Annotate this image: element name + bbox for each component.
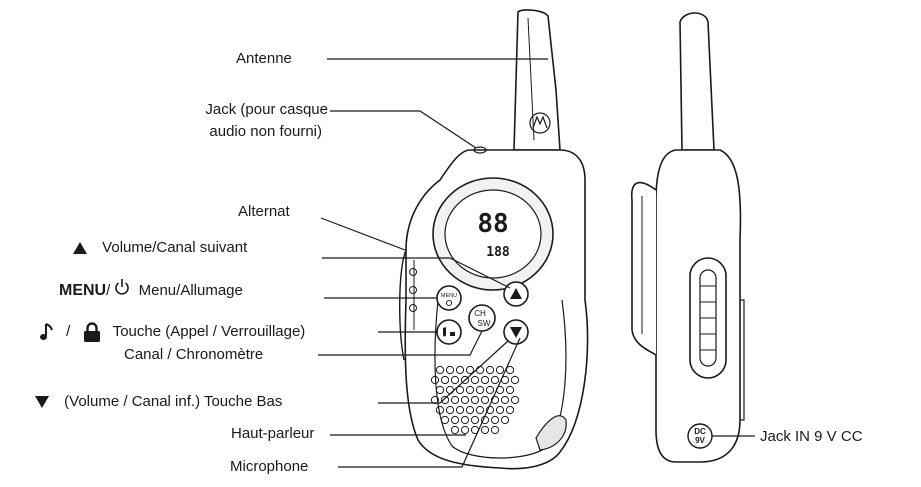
- label-microphone: Microphone: [230, 458, 309, 475]
- radio-front: [399, 9, 589, 470]
- logo-emblem: [529, 112, 551, 134]
- belt-clip: [631, 181, 657, 356]
- dc-port-line2: 9V: [695, 436, 705, 445]
- lcd-screen: [444, 189, 542, 279]
- radio-side: [631, 12, 745, 463]
- leader-ptt: [320, 217, 406, 251]
- music-note-icon: [40, 323, 53, 340]
- lcd-content: 88 188: [477, 209, 510, 260]
- lcd-small-digits: 188: [486, 245, 510, 260]
- label-volume-up: Volume/Canal suivant: [102, 239, 248, 256]
- menu-key-power-icon: [445, 299, 453, 307]
- speaker-grille: [430, 365, 520, 435]
- leader-channel: [318, 330, 483, 356]
- menu-key-label: MENU: [441, 293, 457, 299]
- label-call-slash: /: [66, 322, 71, 340]
- label-menu-bold: MENU: [59, 282, 107, 299]
- label-volume-down-row: (Volume / Canal inf.) Touche Bas: [34, 393, 282, 411]
- antenna-shape: [513, 9, 561, 151]
- label-menu-row: MENU/ Menu/Allumage: [59, 279, 243, 300]
- label-dc-jack: Jack IN 9 V CC: [760, 428, 863, 445]
- label-speaker: Haut-parleur: [231, 425, 315, 442]
- label-volume-down: (Volume / Canal inf.) Touche Bas: [64, 393, 283, 410]
- label-channel: Canal / Chronomètre: [124, 346, 264, 363]
- leader-microphone: [338, 337, 521, 468]
- label-jack-line2: audio non fourni): [209, 123, 322, 140]
- leader-jack: [330, 110, 477, 149]
- label-ptt: Alternat: [238, 203, 290, 220]
- ch-key-line2: SW: [478, 319, 491, 328]
- label-menu-text: Menu/Allumage: [138, 282, 243, 299]
- label-call-row: / Touche (Appel / Verrouillage): [40, 322, 305, 342]
- call-lock-key: [436, 319, 462, 345]
- label-menu-slash: /: [106, 282, 111, 299]
- side-antenna: [679, 12, 715, 151]
- leader-lines: [318, 58, 755, 468]
- down-key-arrow-icon: [510, 327, 522, 338]
- label-call-text: Touche (Appel / Verrouillage): [112, 322, 306, 340]
- triangle-down-icon: [35, 396, 49, 409]
- label-antenna: Antenne: [236, 50, 292, 67]
- leader-volume-down: [378, 340, 509, 404]
- call-key-lock-icon: [450, 332, 455, 336]
- ch-key-line1: CH: [474, 309, 486, 318]
- leader-volume-up: [322, 257, 511, 289]
- dc-port-line1: DC: [694, 427, 706, 436]
- call-key-note-icon: [443, 327, 446, 337]
- label-jack-line1: Jack (pour casque: [205, 101, 328, 118]
- lcd-digits: 88: [477, 209, 508, 239]
- power-icon: [115, 279, 130, 295]
- lock-icon: [83, 322, 100, 342]
- up-key-arrow-icon: [510, 288, 522, 299]
- triangle-up-icon: [73, 242, 87, 255]
- label-volume-up-row: Volume/Canal suivant: [72, 239, 247, 257]
